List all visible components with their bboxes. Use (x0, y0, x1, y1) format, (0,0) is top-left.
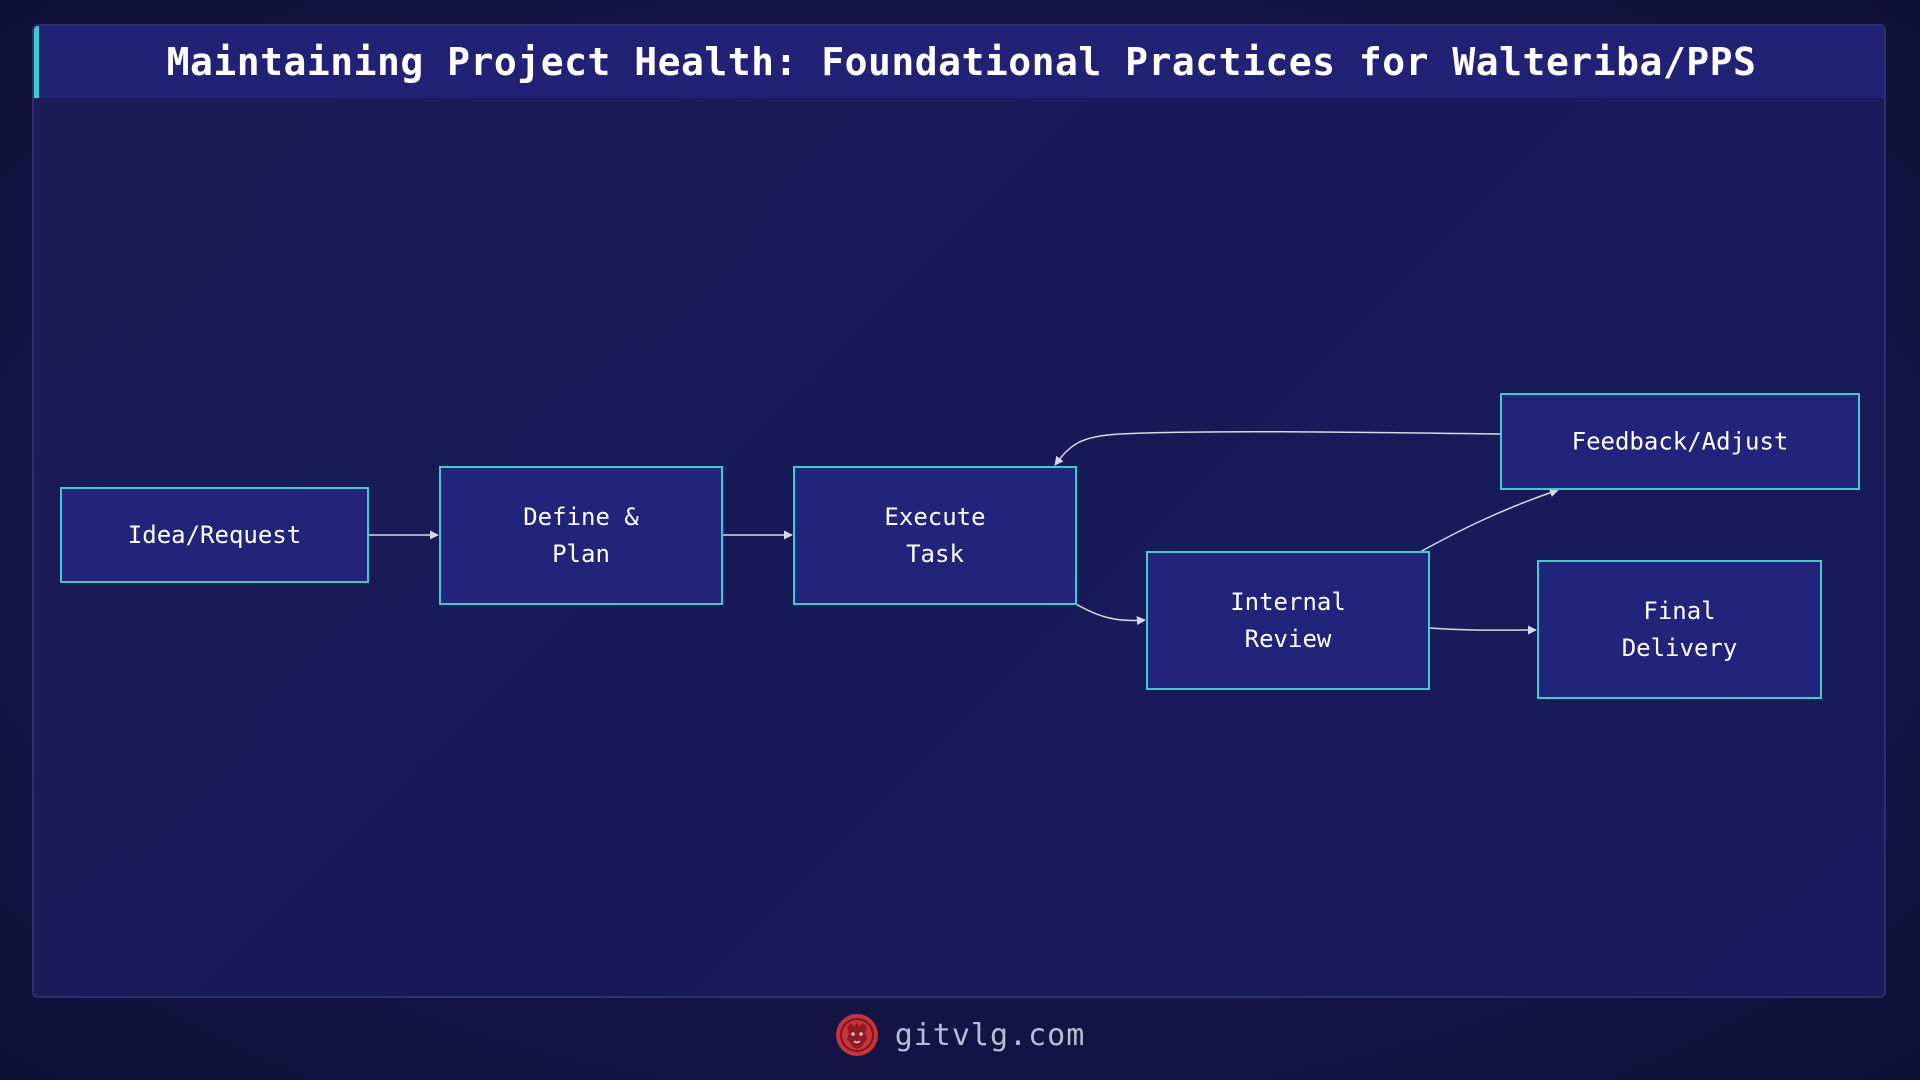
node-label-execute-1: Task (906, 540, 964, 568)
node-label-execute-0: Execute (884, 503, 985, 531)
node-label-review-1: Review (1245, 625, 1332, 653)
node-feedback: Feedback/Adjust (1500, 393, 1860, 490)
node-box-feedback (1500, 393, 1860, 490)
title-bar: Maintaining Project Health: Foundational… (34, 26, 1884, 98)
node-box-final (1537, 560, 1822, 699)
node-label-define-0: Define & (523, 503, 639, 531)
node-label-final-1: Delivery (1622, 634, 1738, 662)
node-define: Define & Plan (439, 466, 723, 605)
node-label-review-0: Internal (1230, 588, 1346, 616)
node-box-idea (60, 487, 369, 583)
node-label-feedback-0: Feedback/Adjust (1572, 428, 1789, 456)
lion-head-icon (835, 1014, 878, 1056)
node-box-execute (793, 466, 1077, 605)
node-label-final-0: Final (1643, 597, 1715, 625)
edges-layer (368, 430, 1559, 635)
footer: gitvlg.com (0, 1010, 1920, 1060)
node-label-define-1: Plan (552, 540, 610, 568)
node-label-idea-0: Idea/Request (128, 521, 301, 549)
footer-site-link[interactable]: gitvlg.com (894, 1017, 1086, 1053)
node-box-review (1146, 551, 1430, 690)
page-title: Maintaining Project Health: Foundational… (166, 40, 1757, 84)
edge-review-to-feedback (1419, 488, 1559, 553)
edge-execute-to-review (1075, 603, 1146, 626)
node-box-define (439, 466, 723, 605)
node-idea: Idea/Request (60, 487, 369, 583)
edge-feedback-to-execute (1054, 430, 1502, 466)
edge-review-to-final (1428, 625, 1537, 635)
